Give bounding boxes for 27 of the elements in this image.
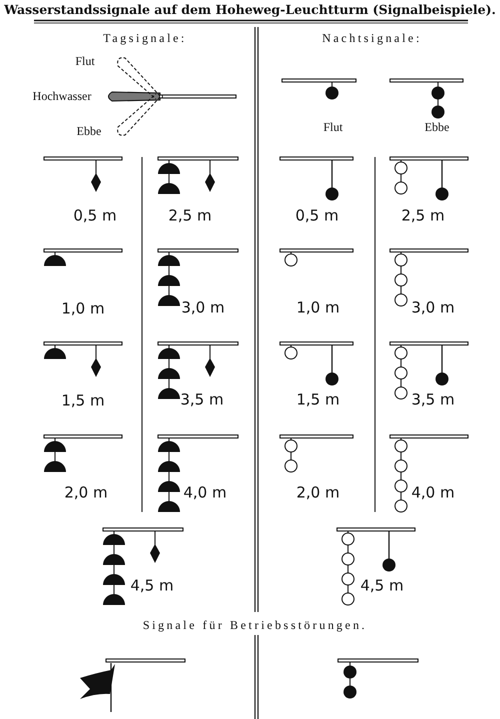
- water-level-label: 4,0 m: [411, 486, 455, 500]
- signal-label: Flut: [323, 121, 343, 133]
- water-level-label: 3,0 m: [411, 300, 455, 316]
- signal-label: Ebbe: [424, 121, 450, 133]
- water-level-label: 3,5 m: [411, 392, 455, 408]
- water-level-label: 0,5 m: [295, 208, 339, 224]
- water-level-label: 1,0 m: [61, 302, 105, 316]
- water-level-label: 1,0 m: [296, 300, 340, 316]
- water-level-label: 4,5 m: [130, 578, 174, 594]
- section-heading: Tagsignale:: [103, 32, 187, 44]
- section-heading: Signale für Betriebsstörungen.: [142, 619, 368, 631]
- water-level-label: 1,5 m: [296, 392, 340, 408]
- signal-label: Hochwasser: [32, 90, 92, 102]
- signal-label: Ebbe: [76, 125, 102, 137]
- water-level-label: 0,5 m: [73, 208, 117, 224]
- section-heading: Nachtsignale:: [322, 32, 422, 44]
- water-level-label: 2,5 m: [168, 208, 212, 224]
- water-level-label: 1,5 m: [61, 394, 105, 408]
- water-level-label: 2,0 m: [296, 486, 340, 500]
- water-level-label: 4,5 m: [360, 578, 404, 594]
- signal-label: Flut: [75, 55, 95, 67]
- water-level-label: 3,5 m: [180, 392, 224, 408]
- water-level-label: 2,5 m: [401, 208, 445, 224]
- water-level-label: 3,0 m: [181, 300, 225, 316]
- water-level-label: 2,0 m: [64, 486, 108, 500]
- water-level-label: 4,0 m: [183, 486, 227, 500]
- title: Wasserstandssignale auf dem Hoheweg-Leuchtturm (Signalbeispiele).: [4, 4, 496, 16]
